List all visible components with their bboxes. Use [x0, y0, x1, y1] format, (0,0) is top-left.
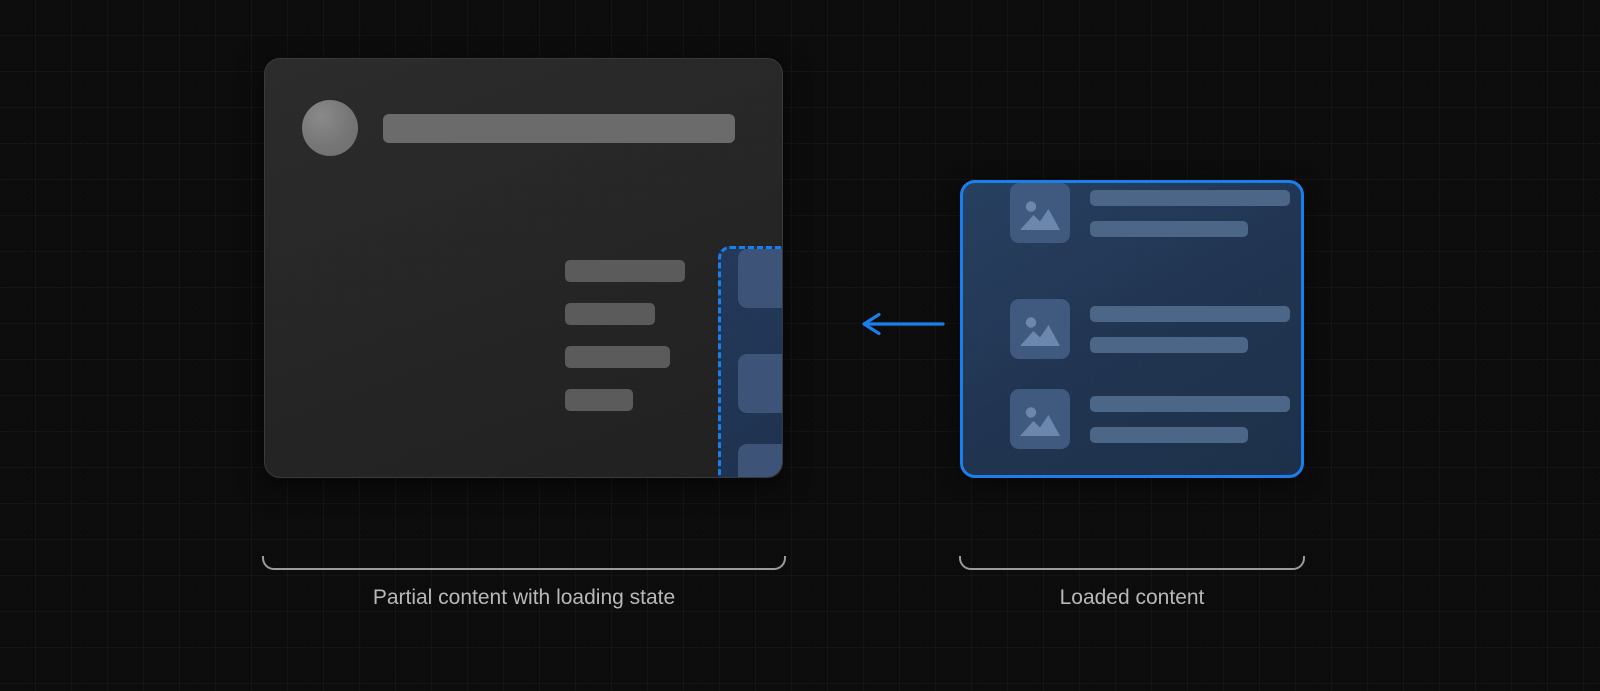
partial-content-card[interactable]: [264, 58, 783, 478]
sidebar-skeleton-item: [565, 260, 685, 282]
sidebar-skeleton-item: [565, 389, 633, 411]
image-placeholder-icon: [1020, 317, 1060, 346]
image-placeholder-icon: [1020, 407, 1060, 436]
partial-card-annotation: Partial content with loading state: [262, 556, 786, 610]
card-header: [302, 100, 735, 156]
loading-selection-region[interactable]: [718, 246, 782, 477]
text-line: [1090, 190, 1290, 206]
list-item[interactable]: [1010, 389, 1290, 458]
sidebar-skeleton-item: [565, 303, 655, 325]
loaded-card-annotation: Loaded content: [959, 556, 1305, 610]
text-line: [1090, 396, 1290, 412]
list-item-text: [1090, 389, 1290, 458]
thumbnail: [1010, 389, 1070, 449]
list-item[interactable]: [738, 249, 782, 317]
loaded-content-card[interactable]: [960, 180, 1304, 478]
sidebar-skeleton-list: [565, 260, 685, 432]
thumbnail-placeholder: [738, 444, 782, 477]
list-item[interactable]: [738, 444, 782, 477]
text-line: [1090, 427, 1248, 443]
avatar-skeleton: [302, 100, 358, 156]
text-line: [1090, 221, 1248, 237]
thumbnail-placeholder: [738, 249, 782, 308]
text-line: [1090, 337, 1248, 353]
list-item-text: [1090, 299, 1290, 368]
thumbnail: [1010, 183, 1070, 243]
thumbnail-placeholder: [738, 354, 782, 413]
list-item-text: [1090, 183, 1290, 252]
thumbnail: [1010, 299, 1070, 359]
bracket: [262, 556, 786, 570]
list-item[interactable]: [1010, 299, 1290, 368]
image-placeholder-icon: [1020, 201, 1060, 230]
partial-card-caption: Partial content with loading state: [372, 586, 676, 609]
list-item[interactable]: [1010, 183, 1290, 252]
text-line: [1090, 306, 1290, 322]
list-item[interactable]: [738, 354, 782, 422]
loaded-card-caption: Loaded content: [1059, 586, 1205, 609]
left-arrow-icon: [862, 312, 945, 336]
bracket: [959, 556, 1305, 570]
title-bar-skeleton: [383, 113, 735, 143]
sidebar-skeleton-item: [565, 346, 670, 368]
